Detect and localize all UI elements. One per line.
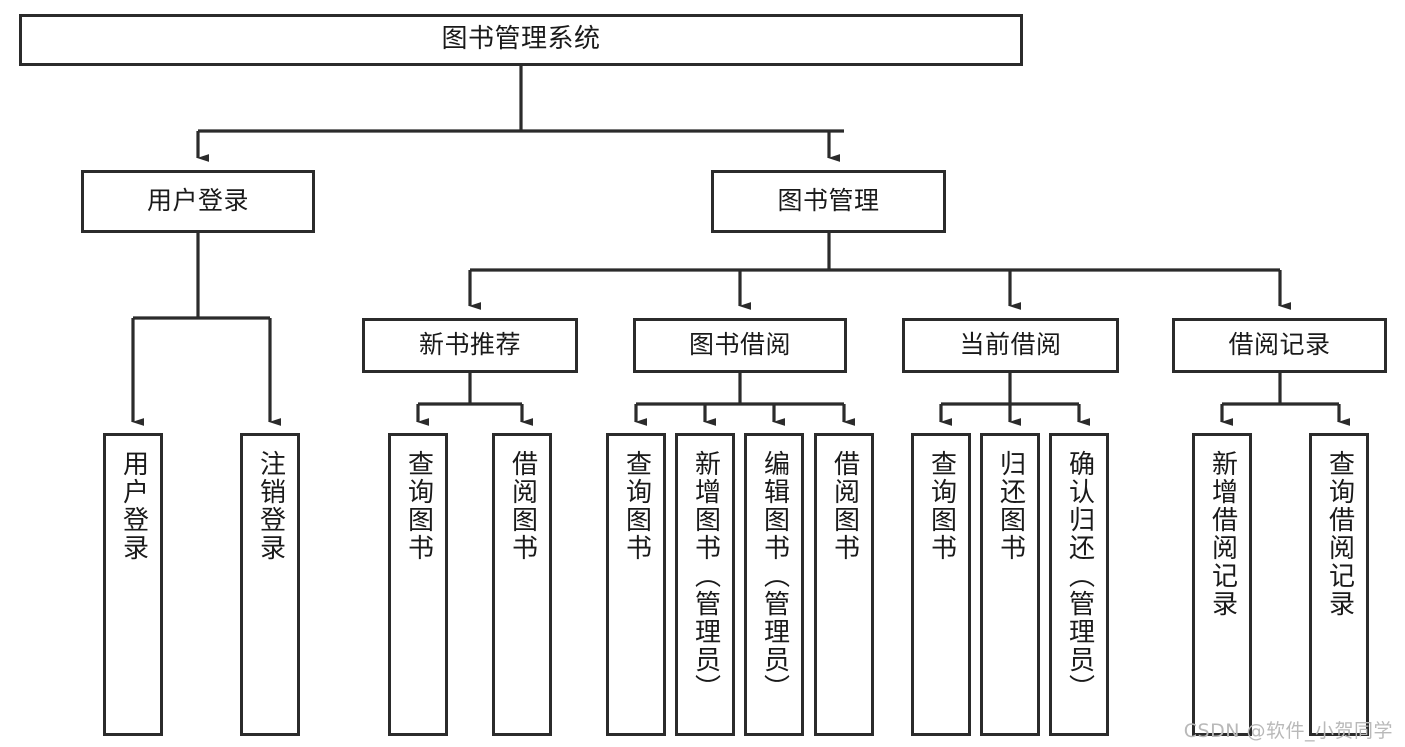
node-leaf-logout-login[interactable]: 注销登录	[240, 433, 300, 736]
node-leaf-add-book[interactable]: 新增图书（管理员）	[675, 433, 735, 736]
node-user-login-label: 用户登录	[146, 186, 249, 216]
node-root-label: 图书管理系统	[441, 24, 601, 55]
node-leaf-query-book-1[interactable]: 查询图书	[388, 433, 448, 736]
node-leaf-confirm-return-label: 确认归还（管理员）	[1064, 450, 1095, 702]
node-borrow-record[interactable]: 借阅记录	[1172, 318, 1387, 373]
node-leaf-edit-book-label: 编辑图书（管理员）	[759, 450, 790, 702]
node-leaf-query-book-3-label: 查询图书	[926, 450, 957, 562]
node-leaf-user-login[interactable]: 用户登录	[103, 433, 163, 736]
node-borrow-record-label: 借阅记录	[1228, 330, 1331, 360]
node-leaf-add-book-label: 新增图书（管理员）	[690, 450, 721, 702]
node-leaf-return-book[interactable]: 归还图书	[980, 433, 1040, 736]
node-current-borrow-label: 当前借阅	[959, 330, 1062, 360]
node-leaf-confirm-return[interactable]: 确认归还（管理员）	[1049, 433, 1109, 736]
node-book-manage-label: 图书管理	[777, 186, 880, 216]
node-leaf-borrow-book-1-label: 借阅图书	[507, 450, 538, 562]
node-book-manage[interactable]: 图书管理	[711, 170, 946, 233]
node-leaf-query-book-1-label: 查询图书	[403, 450, 434, 562]
node-leaf-borrow-book-2[interactable]: 借阅图书	[814, 433, 874, 736]
node-new-book-recommend[interactable]: 新书推荐	[362, 318, 578, 373]
node-user-login[interactable]: 用户登录	[81, 170, 315, 233]
node-root[interactable]: 图书管理系统	[19, 14, 1023, 66]
node-book-borrow-label: 图书借阅	[688, 330, 791, 360]
node-new-book-recommend-label: 新书推荐	[418, 330, 521, 360]
node-leaf-logout-login-label: 注销登录	[255, 450, 286, 562]
node-leaf-query-book-3[interactable]: 查询图书	[911, 433, 971, 736]
node-leaf-query-book-2-label: 查询图书	[621, 450, 652, 562]
node-leaf-user-login-label: 用户登录	[118, 450, 149, 562]
node-leaf-query-record-label: 查询借阅记录	[1324, 450, 1355, 618]
node-leaf-borrow-book-2-label: 借阅图书	[829, 450, 860, 562]
node-leaf-return-book-label: 归还图书	[995, 450, 1026, 562]
node-book-borrow[interactable]: 图书借阅	[633, 318, 847, 373]
node-leaf-query-book-2[interactable]: 查询图书	[606, 433, 666, 736]
node-leaf-query-record[interactable]: 查询借阅记录	[1309, 433, 1369, 736]
node-leaf-borrow-book-1[interactable]: 借阅图书	[492, 433, 552, 736]
node-current-borrow[interactable]: 当前借阅	[902, 318, 1119, 373]
watermark: CSDN @软件_小贺同学	[1183, 720, 1393, 742]
node-leaf-add-record[interactable]: 新增借阅记录	[1192, 433, 1252, 736]
node-leaf-edit-book[interactable]: 编辑图书（管理员）	[744, 433, 804, 736]
node-leaf-add-record-label: 新增借阅记录	[1207, 450, 1238, 618]
